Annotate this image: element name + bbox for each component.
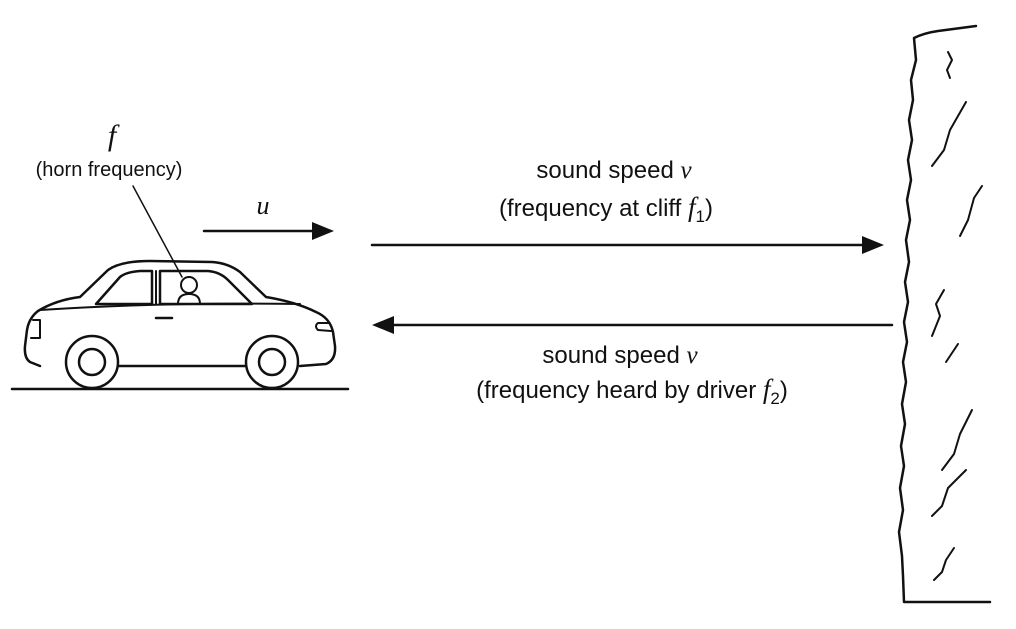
car-velocity-arrow <box>202 222 334 240</box>
car-front-window <box>158 269 254 306</box>
outgoing-wave-arrow <box>370 236 884 254</box>
car-body <box>23 259 337 368</box>
car-velocity-symbol: u <box>257 191 270 220</box>
outgoing-frequency-label: (frequency at cliff f1) <box>499 192 713 226</box>
driver-head <box>180 276 198 294</box>
horn-frequency-symbol: f <box>108 119 120 152</box>
reflected-speed-label: sound speed v <box>542 342 698 369</box>
car <box>23 259 337 390</box>
reflected-wave-arrow <box>372 316 894 334</box>
horn-pointer-line <box>132 185 183 278</box>
car-rear-window <box>94 269 154 306</box>
cliff <box>897 24 992 604</box>
driver-shoulders <box>177 293 201 305</box>
reflected-frequency-label: (frequency heard by driver f2) <box>476 374 788 408</box>
car-taillight <box>30 319 41 339</box>
outgoing-speed-label: sound speed v <box>536 157 692 184</box>
car-rear-wheel <box>64 334 120 390</box>
horn-frequency-caption: (horn frequency) <box>36 159 183 181</box>
car-headlight <box>315 322 332 332</box>
cliff-face <box>897 24 992 604</box>
car-front-wheel <box>244 334 300 390</box>
